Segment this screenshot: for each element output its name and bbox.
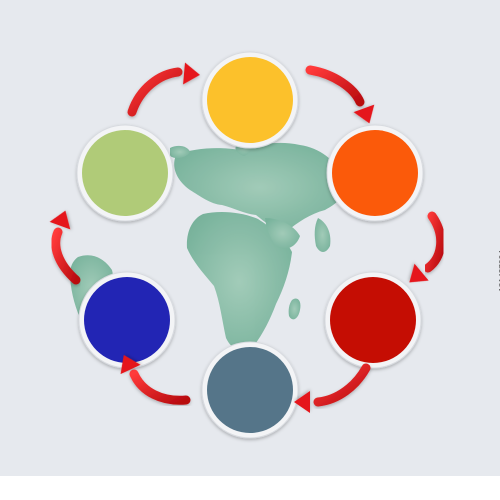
node-fill-green (82, 130, 168, 216)
arrow-slate-to-blue-icon (120, 354, 191, 405)
arrow-green-to-yellow-icon (127, 62, 200, 117)
cycle-node-blue (78, 271, 176, 369)
cycle-node-red (324, 271, 422, 369)
node-fill-yellow (207, 57, 293, 143)
footer-bar (0, 476, 500, 500)
cycle-node-orange (326, 124, 424, 222)
cycle-node-slate (201, 341, 299, 439)
node-fill-blue (84, 277, 170, 363)
arrow-orange-to-red-icon (409, 211, 446, 283)
node-fill-orange (332, 130, 418, 216)
arrow-yellow-to-orange-icon (305, 65, 375, 124)
arrow-red-to-slate-icon (294, 363, 371, 413)
cycle-node-yellow (201, 51, 299, 149)
arrow-blue-to-green-icon (49, 210, 81, 285)
cycle-node-green (76, 124, 174, 222)
node-fill-slate (207, 347, 293, 433)
node-fill-red (330, 277, 416, 363)
